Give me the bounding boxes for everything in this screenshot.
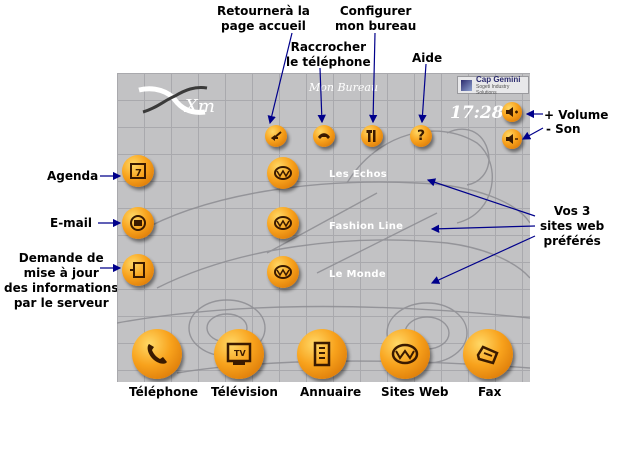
- web-sites-button[interactable]: [380, 329, 430, 379]
- handset-icon: [147, 344, 167, 364]
- favorite-site-button-3[interactable]: [267, 256, 299, 288]
- fax-label: Fax: [478, 385, 502, 399]
- telephone-button[interactable]: [132, 329, 182, 379]
- annotation-home-line1: Retournerà la: [217, 4, 310, 18]
- annotation-favorites: Vos 3 sites web préférés: [540, 204, 604, 249]
- clock: 17:28: [450, 103, 504, 123]
- annotation-volume: + Volume: [544, 108, 609, 122]
- annotation-home-line2: page accueil: [221, 19, 306, 33]
- speaker-mute-icon: [506, 134, 518, 144]
- calendar-icon: 7: [130, 163, 146, 179]
- annotation-help: Aide: [412, 51, 443, 65]
- fax-button[interactable]: [463, 329, 513, 379]
- annotation-hangup-line1: Raccrocher: [290, 40, 367, 54]
- return-arrow-icon: [271, 131, 282, 141]
- brand-name: Cap Gemini: [476, 74, 521, 84]
- help-button[interactable]: ?: [410, 125, 432, 147]
- arrow-favorite-2: [430, 224, 536, 233]
- annotation-favorites-line1: Vos 3: [553, 204, 591, 218]
- xm-logo: Xm: [138, 86, 215, 117]
- brand-subtitle: Sogeti Industry Solutions: [476, 83, 510, 96]
- annotation-config-line1: Configurer: [339, 4, 412, 18]
- arrow-home: [267, 32, 293, 125]
- tools-icon: [366, 130, 376, 142]
- agenda-button[interactable]: 7: [122, 155, 154, 187]
- speaker-plus-icon: [506, 107, 518, 117]
- configure-button[interactable]: [361, 125, 383, 147]
- web-globe-icon: [274, 216, 292, 230]
- brand-mark-icon: [461, 80, 472, 91]
- hang-up-button[interactable]: [313, 125, 335, 147]
- directory-book-icon: [313, 341, 331, 367]
- document-update-icon: [130, 262, 145, 278]
- annotation-agenda: Agenda: [47, 169, 99, 183]
- annotation-update-line4: par le serveur: [13, 296, 109, 310]
- email-button[interactable]: [122, 207, 154, 239]
- directory-button[interactable]: [297, 329, 347, 379]
- svg-text:TV: TV: [234, 349, 246, 358]
- annotation-hangup-line2: le téléphone: [286, 55, 371, 69]
- annotation-update-line2: mise à jour: [23, 266, 99, 280]
- fax-icon: [476, 345, 499, 365]
- svg-text:7: 7: [135, 168, 142, 179]
- favorite-site-link-3[interactable]: Le Monde: [329, 269, 386, 280]
- page-title: Mon Bureau: [309, 81, 379, 94]
- annotation-config-line2: mon bureau: [335, 19, 417, 33]
- update-request-button[interactable]: [122, 254, 154, 286]
- sound-mute-button[interactable]: [502, 129, 522, 149]
- web-globe-icon: [274, 265, 292, 279]
- favorite-site-button-1[interactable]: [267, 157, 299, 189]
- annotation-favorites-line3: préférés: [543, 234, 601, 248]
- web-globe-icon: [274, 166, 292, 180]
- home-button[interactable]: [265, 125, 287, 147]
- annotation-sound: - Son: [546, 122, 581, 136]
- web-sites-label: Sites Web: [381, 385, 449, 399]
- hang-up-phone-icon: [318, 133, 330, 139]
- annotation-hangup: Raccrocher le téléphone: [286, 40, 371, 70]
- web-globe-icon: [391, 343, 419, 365]
- annotation-update-line3: des informations: [4, 281, 119, 295]
- television-button[interactable]: TV: [214, 329, 264, 379]
- annotation-favorites-line2: sites web: [540, 219, 605, 233]
- annotation-update: Demande de mise à jour des informations …: [4, 251, 118, 311]
- svg-text:Xm: Xm: [183, 96, 215, 117]
- arrow-config: [368, 32, 378, 124]
- annotation-update-line1: Demande de: [18, 251, 104, 265]
- directory-label: Annuaire: [300, 385, 362, 399]
- mail-globe-icon: [130, 215, 146, 231]
- arrow-sound: [521, 127, 544, 140]
- favorite-site-link-1[interactable]: Les Echos: [329, 169, 387, 180]
- tv-icon: TV: [226, 342, 252, 365]
- annotation-email: E-mail: [50, 216, 93, 230]
- arrow-help: [418, 63, 427, 124]
- arrow-favorite-1: [426, 178, 536, 217]
- question-mark-icon: ?: [416, 128, 426, 144]
- favorite-site-button-2[interactable]: [267, 207, 299, 239]
- volume-up-button[interactable]: [502, 102, 522, 122]
- television-label: Télévision: [211, 385, 278, 399]
- brand-logo: Cap Gemini Sogeti Industry Solutions: [457, 74, 529, 96]
- arrow-hangup: [317, 67, 326, 124]
- favorite-site-link-2[interactable]: Fashion Line: [329, 221, 404, 232]
- annotation-config: Configurer mon bureau: [335, 4, 416, 34]
- arrow-favorite-3: [430, 235, 536, 284]
- desktop-screen: Xm Mon Bureau Cap Gemini Sogeti Industry…: [117, 73, 530, 382]
- annotation-home: Retournerà la page accueil: [217, 4, 310, 34]
- telephone-label: Téléphone: [129, 385, 199, 399]
